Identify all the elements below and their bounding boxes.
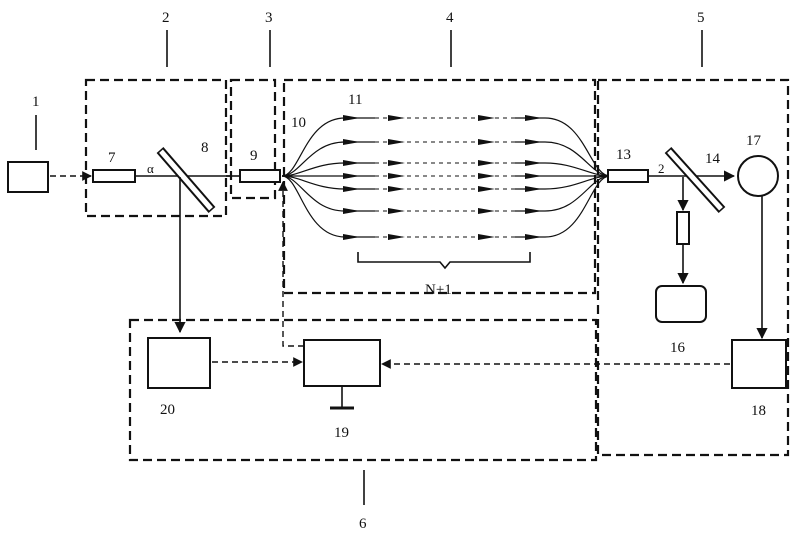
label-10: 10: [291, 115, 306, 131]
component-16: [656, 286, 706, 322]
label-20: 20: [160, 402, 175, 418]
label-3: 3: [265, 10, 273, 26]
label-8: 8: [201, 140, 209, 156]
label-array-count: N+1: [425, 282, 452, 298]
label-16: 16: [670, 340, 686, 356]
label-alpha: α: [147, 161, 154, 176]
label-11: 11: [348, 92, 362, 108]
label-18: 18: [751, 403, 766, 419]
component-20: [148, 338, 210, 388]
component-17-detector: [738, 156, 778, 196]
component-15-filter: [677, 212, 689, 244]
component-1-source: [8, 162, 48, 192]
component-19-controller: [304, 340, 380, 386]
label-17: 17: [746, 133, 762, 149]
component-18: [732, 340, 786, 388]
component-7: [93, 170, 135, 182]
label-2: 2: [162, 10, 170, 26]
module-4-box: [284, 80, 595, 293]
label-1: 1: [32, 94, 40, 110]
label-5: 5: [697, 10, 705, 26]
label-13: 13: [616, 147, 631, 163]
label-9: 9: [250, 148, 258, 164]
component-9: [240, 170, 280, 182]
array-brace: [358, 252, 530, 268]
label-sub2: 2: [658, 161, 665, 176]
label-7: 7: [108, 150, 116, 166]
fiber-array: [282, 115, 610, 240]
label-19: 19: [334, 425, 349, 441]
label-6: 6: [359, 516, 367, 532]
label-4: 4: [446, 10, 454, 26]
component-8-splitter-inner: [161, 151, 211, 209]
component-13: [608, 170, 648, 182]
feedback-19-to-9: [283, 182, 304, 346]
label-14: 14: [705, 151, 721, 167]
